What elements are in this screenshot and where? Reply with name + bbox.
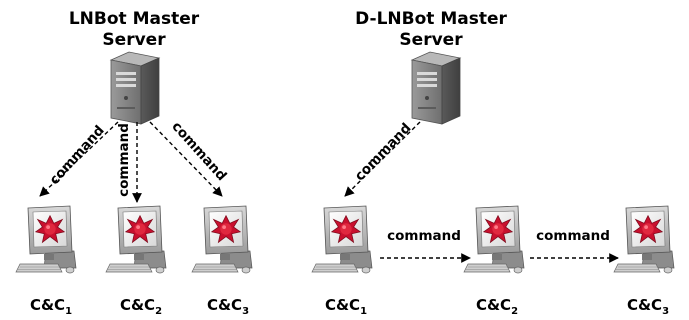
left-edge-label-3: command bbox=[168, 119, 229, 185]
left-edge-to-cc1 bbox=[39, 121, 119, 197]
right-node-label-1: C&C1 bbox=[325, 296, 367, 317]
left-title-line2: Server bbox=[102, 30, 166, 50]
left-node-label-2: C&C2 bbox=[120, 296, 162, 317]
right-title-line1: D-LNBot Master bbox=[355, 9, 507, 29]
right-edge-label-2: command bbox=[387, 228, 461, 244]
desktop-computer-icon bbox=[16, 206, 76, 273]
left-node-label-3: C&C3 bbox=[207, 296, 249, 317]
right-edge-label-3: command bbox=[536, 228, 610, 244]
right-edge-master-to-cc1 bbox=[344, 121, 421, 197]
left-edge-label-1: command bbox=[46, 123, 107, 189]
server-tower-icon bbox=[110, 51, 160, 125]
right-diagram: D-LNBot Master Server command command co… bbox=[312, 9, 674, 317]
right-title-line2: Server bbox=[399, 30, 463, 50]
left-diagram: LNBot Master Server command command comm… bbox=[16, 9, 252, 317]
desktop-computer-icon bbox=[192, 206, 252, 273]
desktop-computer-icon bbox=[106, 206, 166, 273]
left-edge-label-2: command bbox=[116, 123, 132, 197]
left-edge-to-cc3 bbox=[149, 121, 223, 197]
desktop-computer-icon bbox=[614, 206, 674, 273]
right-node-label-2: C&C2 bbox=[476, 296, 518, 317]
desktop-computer-icon bbox=[312, 206, 372, 273]
right-node-label-3: C&C3 bbox=[627, 296, 669, 317]
left-node-label-1: C&C1 bbox=[30, 296, 72, 317]
left-title-line1: LNBot Master bbox=[69, 9, 200, 29]
right-edge-label-1: command bbox=[352, 120, 415, 184]
desktop-computer-icon bbox=[464, 206, 524, 273]
server-tower-icon bbox=[411, 51, 461, 125]
